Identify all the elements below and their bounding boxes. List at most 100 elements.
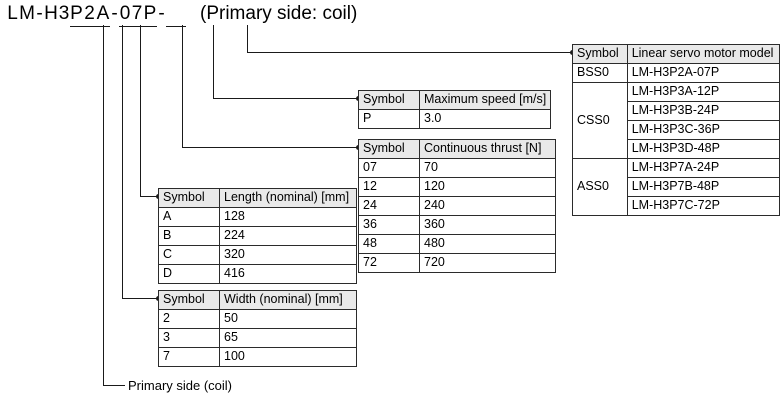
cell-motor-model: LM-H3P2A-07P: [626, 63, 780, 83]
cell-motor-model: LM-H3P7A-24P: [626, 158, 780, 178]
designation-char-1: M: [19, 3, 35, 24]
designation-char-6: 2: [83, 2, 96, 27]
table-header-row: Symbol Maximum speed [m/s]: [358, 90, 552, 110]
designation-char-3: H: [44, 3, 58, 24]
cell-value: 128: [219, 207, 357, 227]
table-row: LM-H3P7B-48P: [573, 177, 780, 197]
leader-length-horizontal: [140, 196, 158, 197]
designation-char-9: 0: [119, 2, 131, 27]
designation-char-8: -: [111, 3, 118, 24]
cell-motor-model: LM-H3P3A-12P: [626, 82, 780, 102]
designation-char-13: [166, 2, 186, 27]
cell-symbol: D: [158, 264, 220, 284]
leader-thrust-horizontal: [182, 147, 358, 148]
cell-symbol: 48: [358, 234, 420, 254]
column-header-symbol: Symbol: [358, 139, 420, 159]
cell-symbol: 7: [158, 347, 220, 367]
column-header-model: Linear servo motor model: [626, 44, 780, 64]
column-header-continuous-thrust: Continuous thrust [N]: [419, 139, 556, 159]
cell-symbol-group: BSS0: [572, 63, 628, 83]
leader-width-vertical: [122, 25, 123, 298]
cell-value: 65: [219, 328, 357, 348]
cell-motor-model: LM-H3P3B-24P: [626, 101, 780, 121]
column-header-symbol: Symbol: [158, 290, 220, 310]
cell-symbol: 24: [358, 196, 420, 216]
table-header-row: Symbol Continuous thrust [N]: [358, 139, 556, 159]
cell-value: 240: [419, 196, 556, 216]
table-header-row: Symbol Linear servo motor model: [572, 44, 780, 64]
model-designation-string: LM-H3P2A-07P- (Primary side: coil): [6, 2, 357, 27]
leader-speed-horizontal: [213, 98, 358, 99]
cell-symbol: 07: [358, 158, 420, 178]
cell-motor-model: LM-H3P3D-48P: [626, 139, 780, 159]
cell-value: 120: [419, 177, 556, 197]
designation-char-4: 3: [58, 3, 70, 24]
column-header-symbol: Symbol: [158, 188, 220, 208]
designation-char-5: P: [70, 2, 83, 27]
cell-motor-model: LM-H3P7C-72P: [626, 196, 780, 216]
cell-value: 224: [219, 226, 357, 246]
leader-coil-horizontal: [103, 385, 125, 386]
cell-symbol: P: [358, 109, 420, 129]
column-header-symbol: Symbol: [572, 44, 628, 64]
cell-symbol: B: [158, 226, 220, 246]
designation-note: (Primary side: coil): [200, 3, 358, 24]
cell-value: 50: [219, 309, 357, 329]
leader-speed-vertical: [213, 25, 214, 98]
designation-char-7: A: [96, 2, 110, 27]
cell-motor-model: LM-H3P3C-36P: [626, 120, 780, 140]
designation-char-10: 7: [131, 2, 143, 27]
cell-value: 416: [219, 264, 357, 284]
column-header-width: Width (nominal) [mm]: [219, 290, 357, 310]
cell-value: 480: [419, 234, 556, 254]
column-header-symbol: Symbol: [358, 90, 420, 110]
designation-char-2: -: [36, 3, 43, 24]
cell-value: 720: [419, 253, 556, 273]
leader-coil-vertical: [103, 25, 104, 385]
cell-value: 100: [219, 347, 357, 367]
cell-symbol: 3: [158, 328, 220, 348]
table-header-row: Symbol Width (nominal) [mm]: [158, 290, 357, 310]
cell-symbol: 2: [158, 309, 220, 329]
cell-motor-model: LM-H3P7B-48P: [626, 177, 780, 197]
leader-model-vertical: [247, 25, 248, 52]
cell-value: 3.0: [418, 109, 552, 129]
table-header-row: Symbol Length (nominal) [mm]: [158, 188, 357, 208]
cell-value: 320: [219, 245, 357, 265]
leader-thrust-vertical: [182, 25, 183, 147]
caption-primary-side-coil: Primary side (coil): [128, 378, 233, 393]
designation-char-12: -: [158, 3, 165, 24]
cell-symbol: C: [158, 245, 220, 265]
cell-symbol-group: ASS0: [572, 158, 628, 216]
cell-symbol: 36: [358, 215, 420, 235]
leader-length-vertical: [140, 25, 141, 196]
leader-width-horizontal: [122, 298, 158, 299]
cell-symbol-group: CSS0: [572, 82, 628, 159]
